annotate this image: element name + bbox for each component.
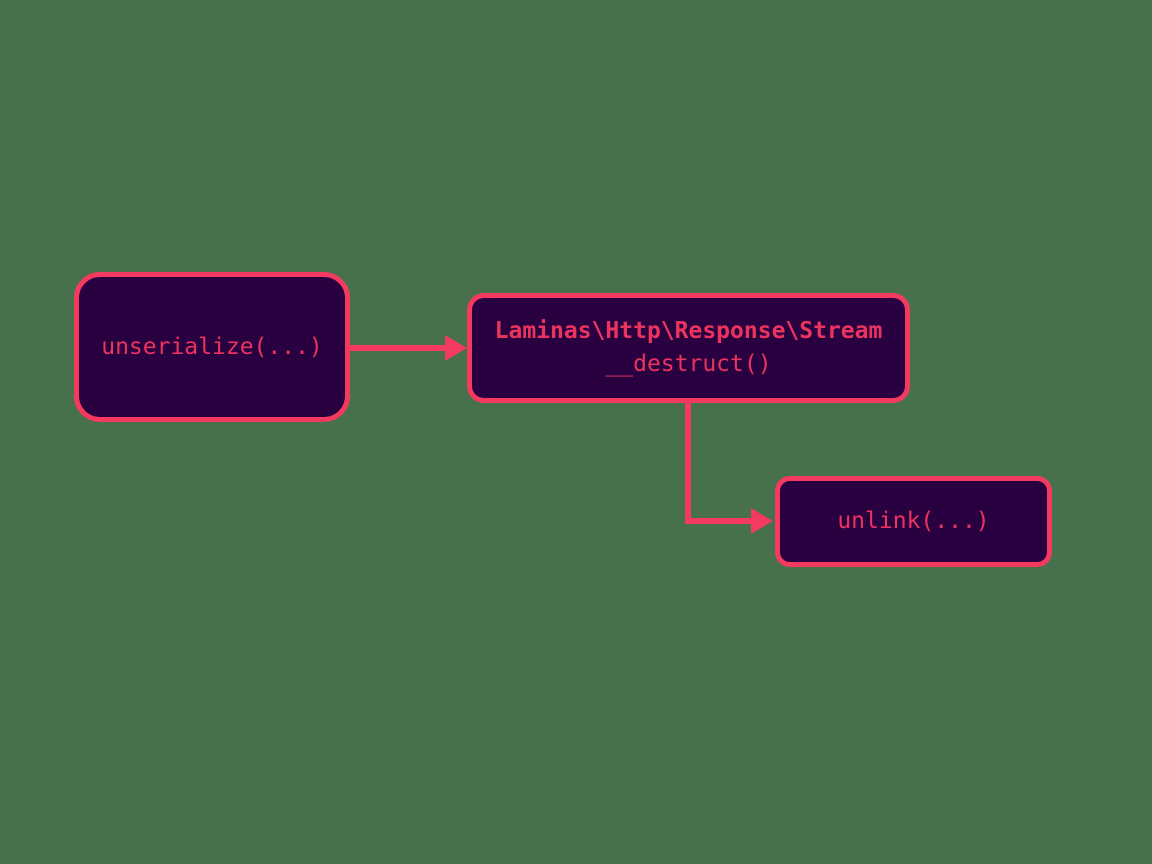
node-stream-destruct-subtitle: __destruct() [605,351,772,377]
node-unlink: unlink(...) [775,476,1052,567]
node-unserialize-label: unserialize(...) [101,333,323,360]
arrowhead-right-icon [445,335,467,361]
edge-unserialize-to-destruct-line [350,345,447,351]
node-stream-destruct-title: Laminas\Http\Response\Stream [494,318,883,344]
node-unlink-label: unlink(...) [837,508,990,534]
arrowhead-right-icon [751,508,773,534]
node-stream-destruct: Laminas\Http\Response\Stream __destruct(… [467,293,910,403]
edge-destruct-to-unlink-vertical-line [685,401,691,524]
node-unserialize: unserialize(...) [74,272,350,422]
edge-destruct-to-unlink-horizontal-line [685,518,753,524]
